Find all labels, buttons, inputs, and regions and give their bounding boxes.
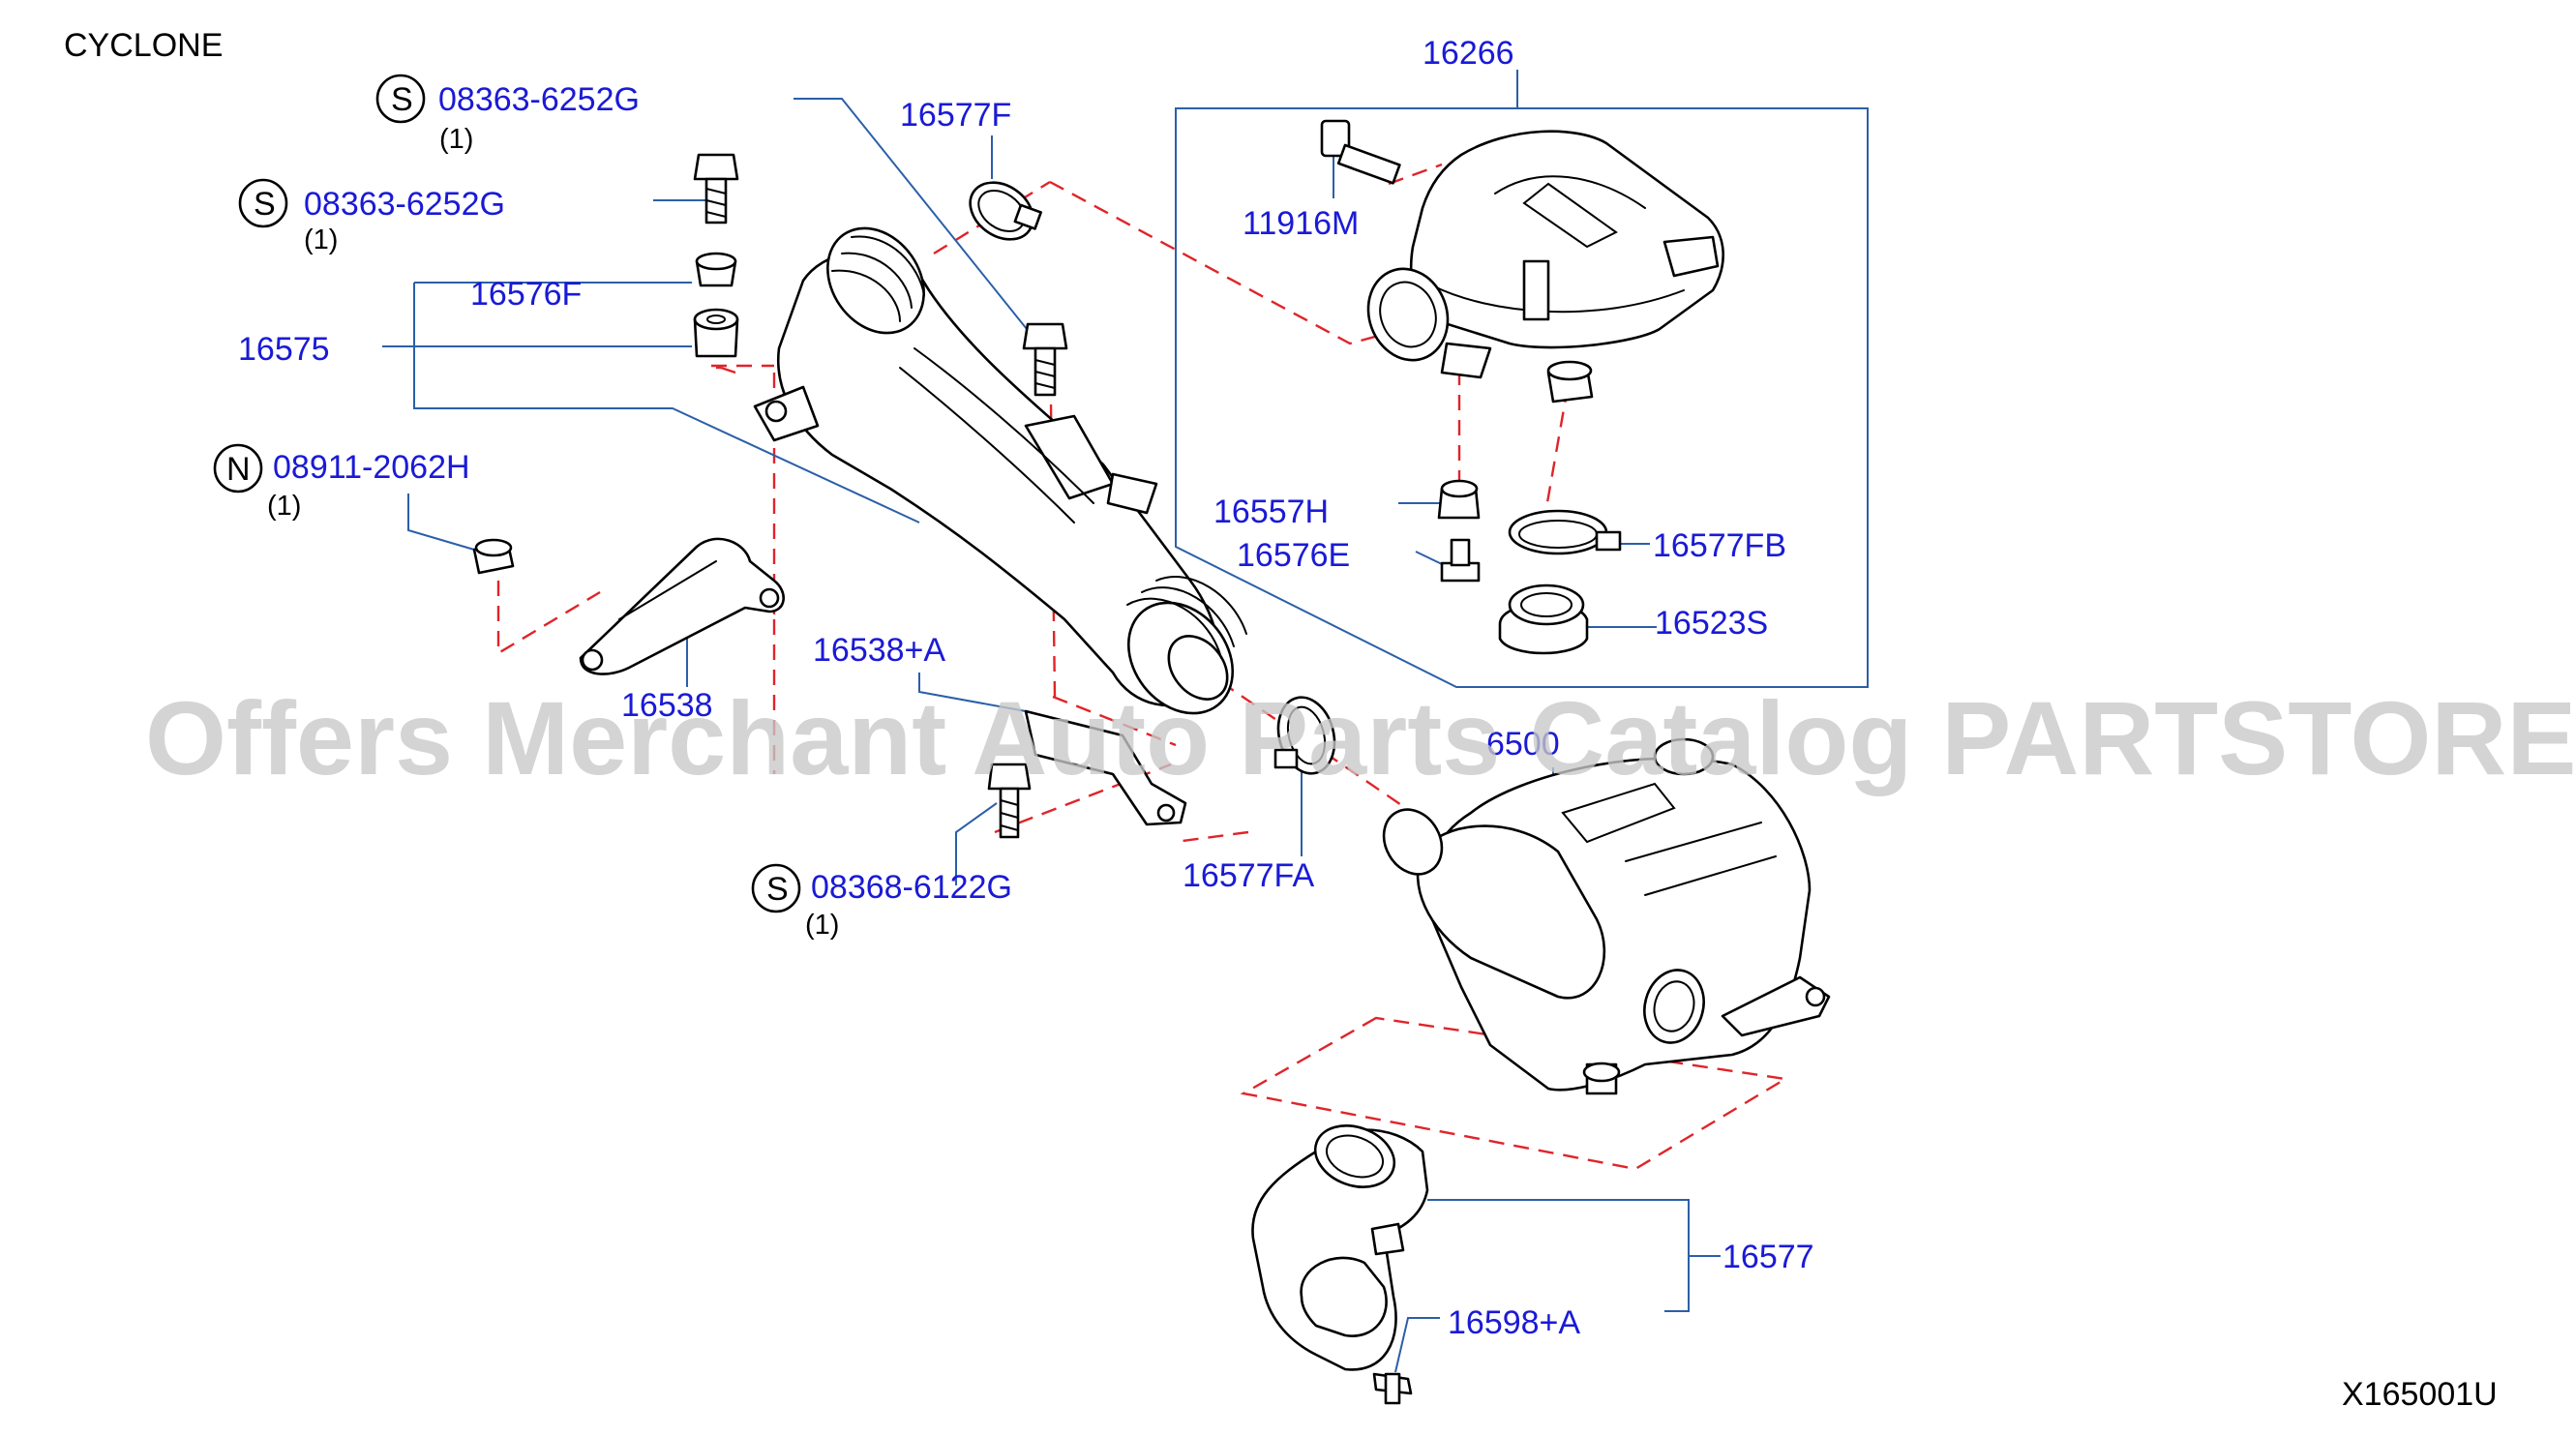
clamp-16577F-drawing	[969, 181, 1042, 241]
label-16538[interactable]: 16538	[621, 687, 713, 724]
grommet-16575-drawing	[693, 308, 739, 358]
callout-labels: 08363-6252G (1) 08363-6252G (1) 08911-20…	[238, 35, 1814, 1341]
bolt-c-drawing	[987, 763, 1032, 839]
label-bolt-b-qty: (1)	[304, 224, 338, 255]
label-16266[interactable]: 16266	[1423, 35, 1514, 72]
label-16576E[interactable]: 16576E	[1237, 537, 1350, 574]
symbol-circle-bolt-b	[238, 178, 288, 228]
bolt-a-drawing	[693, 153, 739, 224]
resonator-16266-drawing	[1366, 130, 1724, 404]
grommet-16576E-drawing	[1440, 538, 1481, 583]
label-16577FB[interactable]: 16577FB	[1653, 527, 1786, 564]
parts-line-art	[472, 119, 1831, 1405]
label-16575[interactable]: 16575	[238, 331, 330, 368]
clamp-16577FA-drawing	[1273, 696, 1336, 775]
lower-duct-16577-drawing	[1251, 1124, 1429, 1405]
label-nut-qty: (1)	[267, 491, 301, 522]
label-16538A[interactable]: 16538+A	[813, 632, 945, 669]
label-16577F[interactable]: 16577F	[900, 97, 1011, 134]
label-16523S[interactable]: 16523S	[1655, 605, 1768, 642]
callout-symbols: S S N S	[213, 74, 801, 913]
nut-drawing	[472, 538, 515, 575]
label-16557H[interactable]: 16557H	[1213, 494, 1329, 530]
symbol-bolt-b: S	[254, 186, 276, 223]
leader-lines	[382, 70, 1869, 1373]
symbol-nut: N	[226, 451, 251, 488]
symbol-bolt-c: S	[766, 871, 789, 908]
label-bolt-c-qty: (1)	[805, 910, 839, 941]
label-nut-part-no[interactable]: 08911-2062H	[273, 449, 470, 486]
symbol-circle-bolt-c	[751, 863, 801, 913]
symbol-circle-bolt-a	[375, 74, 426, 124]
grommet-16576F-drawing	[695, 252, 737, 287]
label-bolt-b-part-no[interactable]: 08363-6252G	[304, 186, 505, 223]
symbol-bolt-a: S	[391, 81, 413, 118]
label-bolt-a-part-no[interactable]: 08363-6252G	[438, 81, 640, 118]
label-16577[interactable]: 16577	[1722, 1239, 1814, 1275]
grommet-16557H-drawing	[1437, 479, 1481, 520]
clamp-16577FB-drawing	[1508, 509, 1622, 555]
bolt-b-drawing	[1022, 322, 1068, 397]
diagram-code: X165001U	[2342, 1376, 2498, 1413]
label-16577FA[interactable]: 16577FA	[1183, 857, 1314, 894]
air-duct-drawing	[753, 226, 1247, 715]
label-bolt-a-qty: (1)	[439, 124, 473, 155]
bracket-16538A-drawing	[1024, 709, 1187, 826]
label-16500[interactable]: 6500	[1486, 726, 1560, 763]
label-11916M[interactable]: 11916M	[1243, 205, 1359, 242]
label-16576F[interactable]: 16576F	[470, 276, 582, 313]
bolt-11916M-drawing	[1320, 119, 1401, 185]
symbol-circle-nut	[213, 443, 263, 494]
label-bolt-c-part-no[interactable]: 08368-6122G	[811, 869, 1012, 906]
watermark-text: Offers Merchant Auto Parts Catalog PARTS…	[145, 679, 2576, 796]
label-16598A[interactable]: 16598+A	[1448, 1304, 1580, 1341]
bracket-16538-drawing	[579, 537, 785, 675]
air-cleaner-drawing	[1382, 737, 1831, 1095]
seal-16523S-drawing	[1498, 583, 1589, 655]
diagram-title: CYCLONE	[64, 27, 223, 64]
